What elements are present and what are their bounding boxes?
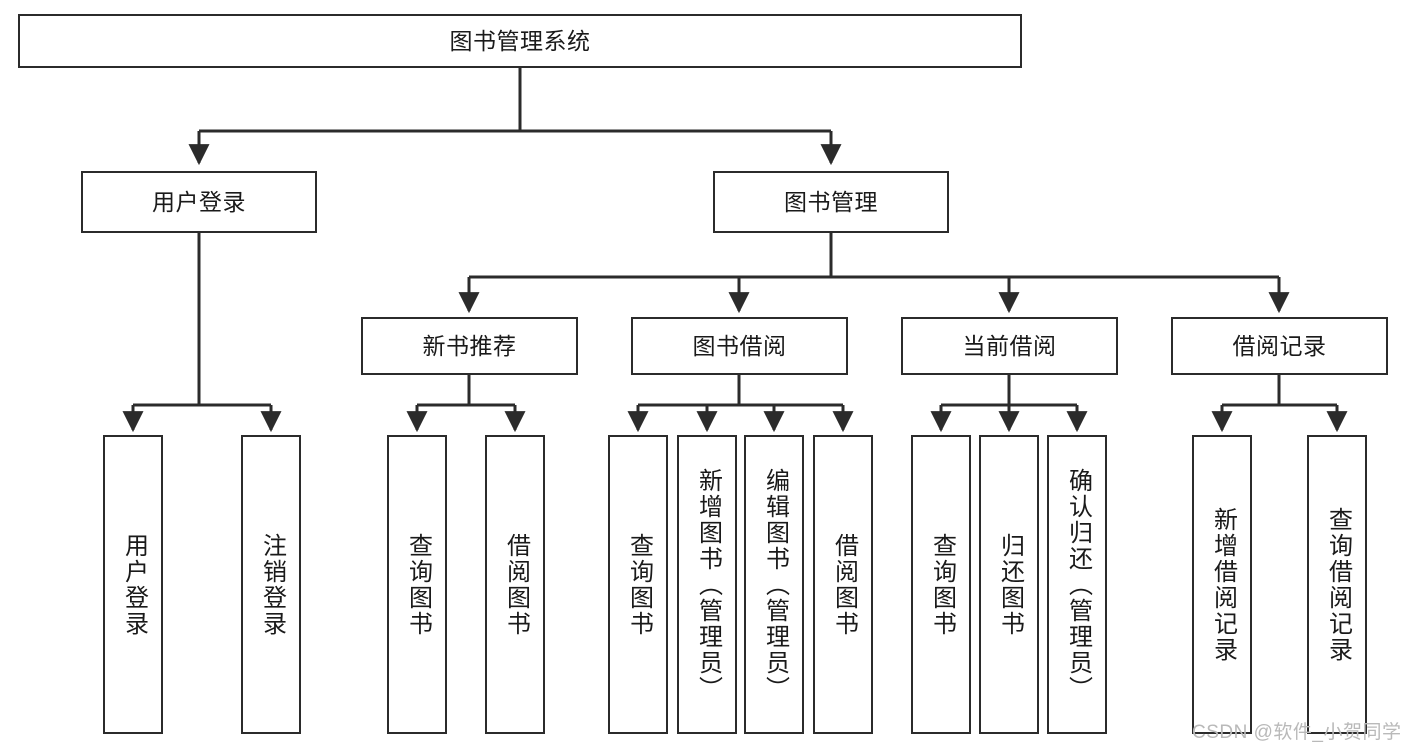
node-leaf-add-borrow-record[interactable]: 新增借阅记录: [1192, 435, 1252, 734]
node-label: 借阅记录: [1232, 332, 1327, 359]
node-label: 查询图书: [625, 532, 653, 637]
node-label: 图书管理: [784, 188, 878, 215]
node-leaf-edit-book-admin[interactable]: 编辑图书（管理员）: [744, 435, 804, 734]
node-leaf-query-book-recommend[interactable]: 查询图书: [387, 435, 447, 734]
node-book-management[interactable]: 图书管理: [713, 171, 949, 233]
node-label: 查询图书: [928, 532, 956, 637]
node-label: 新增图书（管理员）: [694, 467, 722, 702]
node-label: 查询图书: [404, 532, 432, 637]
node-label: 图书借阅: [692, 332, 787, 359]
node-label: 归还图书: [996, 532, 1024, 637]
node-label: 新书推荐: [422, 332, 517, 359]
node-label: 用户登录: [120, 532, 148, 637]
node-label: 注销登录: [258, 532, 286, 637]
node-label: 用户登录: [152, 188, 246, 215]
node-user-login[interactable]: 用户登录: [81, 171, 317, 233]
node-leaf-return-book[interactable]: 归还图书: [979, 435, 1039, 734]
node-label: 借阅图书: [502, 532, 530, 637]
node-leaf-logout[interactable]: 注销登录: [241, 435, 301, 734]
node-book-borrow[interactable]: 图书借阅: [631, 317, 848, 375]
node-label: 借阅图书: [830, 532, 858, 637]
node-label: 编辑图书（管理员）: [761, 467, 789, 702]
node-root-system[interactable]: 图书管理系统: [18, 14, 1022, 68]
node-label: 新增借阅记录: [1209, 506, 1237, 663]
node-leaf-query-book-borrow[interactable]: 查询图书: [608, 435, 668, 734]
node-leaf-query-borrow-record[interactable]: 查询借阅记录: [1307, 435, 1367, 734]
node-borrow-records[interactable]: 借阅记录: [1171, 317, 1388, 375]
node-label: 确认归还（管理员）: [1064, 467, 1092, 702]
node-label: 当前借阅: [962, 332, 1057, 359]
node-new-book-recommend[interactable]: 新书推荐: [361, 317, 578, 375]
node-current-borrow[interactable]: 当前借阅: [901, 317, 1118, 375]
node-leaf-confirm-return-admin[interactable]: 确认归还（管理员）: [1047, 435, 1107, 734]
node-leaf-add-book-admin[interactable]: 新增图书（管理员）: [677, 435, 737, 734]
node-leaf-borrow-book[interactable]: 借阅图书: [813, 435, 873, 734]
node-label: 图书管理系统: [449, 27, 591, 54]
node-leaf-query-book-current[interactable]: 查询图书: [911, 435, 971, 734]
node-label: 查询借阅记录: [1324, 506, 1352, 663]
node-leaf-borrow-book-recommend[interactable]: 借阅图书: [485, 435, 545, 734]
node-leaf-user-login[interactable]: 用户登录: [103, 435, 163, 734]
